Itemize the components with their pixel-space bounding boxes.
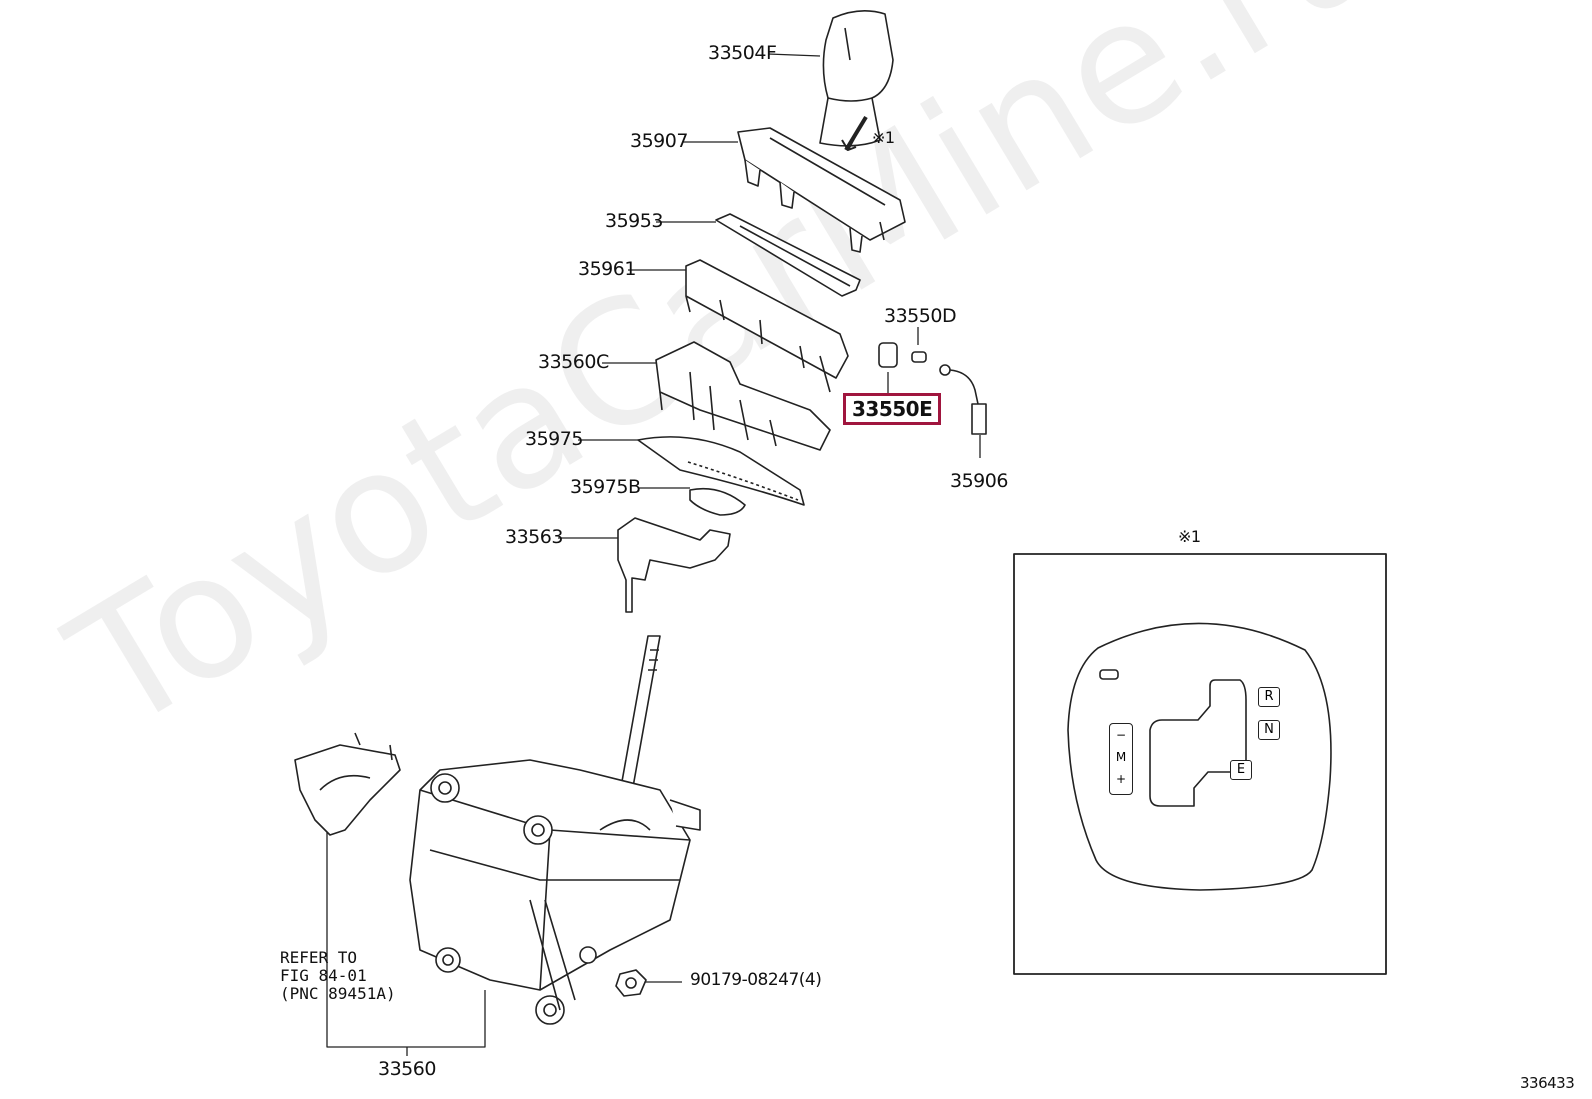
label-33504F: 33504F	[708, 42, 777, 64]
harness-35906	[939, 364, 987, 435]
inset-frame	[1013, 553, 1387, 975]
shift-position-r: R	[1258, 687, 1280, 707]
nut-90179	[615, 969, 647, 997]
holder-35961	[685, 259, 849, 393]
pin-33550D	[911, 351, 927, 363]
label-33550D: 33550D	[884, 305, 957, 327]
figure-id: 336433	[1520, 1074, 1575, 1092]
label-35953: 35953	[605, 210, 663, 232]
note-mark: ※1	[872, 128, 895, 147]
mode-minus: −	[1115, 728, 1127, 742]
label-35906: 35906	[950, 470, 1008, 492]
housing-33560C	[655, 341, 831, 451]
label-33560: 33560	[378, 1058, 436, 1080]
part-33550E	[878, 342, 898, 368]
mode-m: M	[1115, 750, 1127, 764]
shift-gate	[1149, 679, 1247, 807]
refer-line-1: REFER TO	[280, 948, 358, 967]
shift-plate	[1067, 622, 1332, 891]
lever-33563	[617, 517, 731, 613]
mode-plus: +	[1115, 772, 1127, 786]
base-assembly-33560	[409, 759, 701, 1025]
label-35975: 35975	[525, 428, 583, 450]
indicator-35975	[637, 436, 805, 506]
label-33560C: 33560C	[538, 351, 609, 373]
plate-35953	[715, 213, 861, 297]
label-90179: 90179-08247(4)	[690, 970, 822, 990]
label-35975B: 35975B	[570, 476, 641, 498]
label-33563: 33563	[505, 526, 563, 548]
shift-position-e: E	[1230, 760, 1252, 780]
boot-assembly	[294, 732, 401, 836]
label-35907: 35907	[630, 130, 688, 152]
plate-notch	[1099, 669, 1119, 680]
inset-title: ※1	[1178, 527, 1201, 546]
shift-position-n: N	[1258, 720, 1280, 740]
clip-35975B	[689, 487, 746, 516]
label-35961: 35961	[578, 258, 636, 280]
bezel-35907	[737, 127, 906, 253]
manual-mode-panel: − M +	[1109, 723, 1133, 795]
label-33550E-highlight[interactable]: 33550E	[843, 393, 942, 425]
refer-line-2: FIG 84-01	[280, 966, 367, 985]
shift-knob	[819, 10, 894, 147]
refer-line-3: (PNC 89451A)	[280, 984, 396, 1003]
